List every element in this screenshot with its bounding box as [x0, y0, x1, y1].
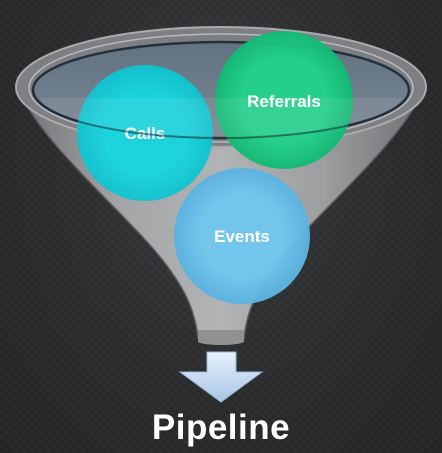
down-arrow-icon	[178, 351, 264, 403]
events-label: Events	[214, 227, 270, 246]
referrals-label: Referrals	[247, 92, 321, 111]
circle-referrals: Referrals	[215, 31, 353, 169]
pipeline-label: Pipeline	[151, 408, 291, 447]
funnel-spout	[198, 330, 244, 345]
circle-calls: Calls	[77, 65, 213, 201]
circle-events: Events	[174, 168, 310, 304]
